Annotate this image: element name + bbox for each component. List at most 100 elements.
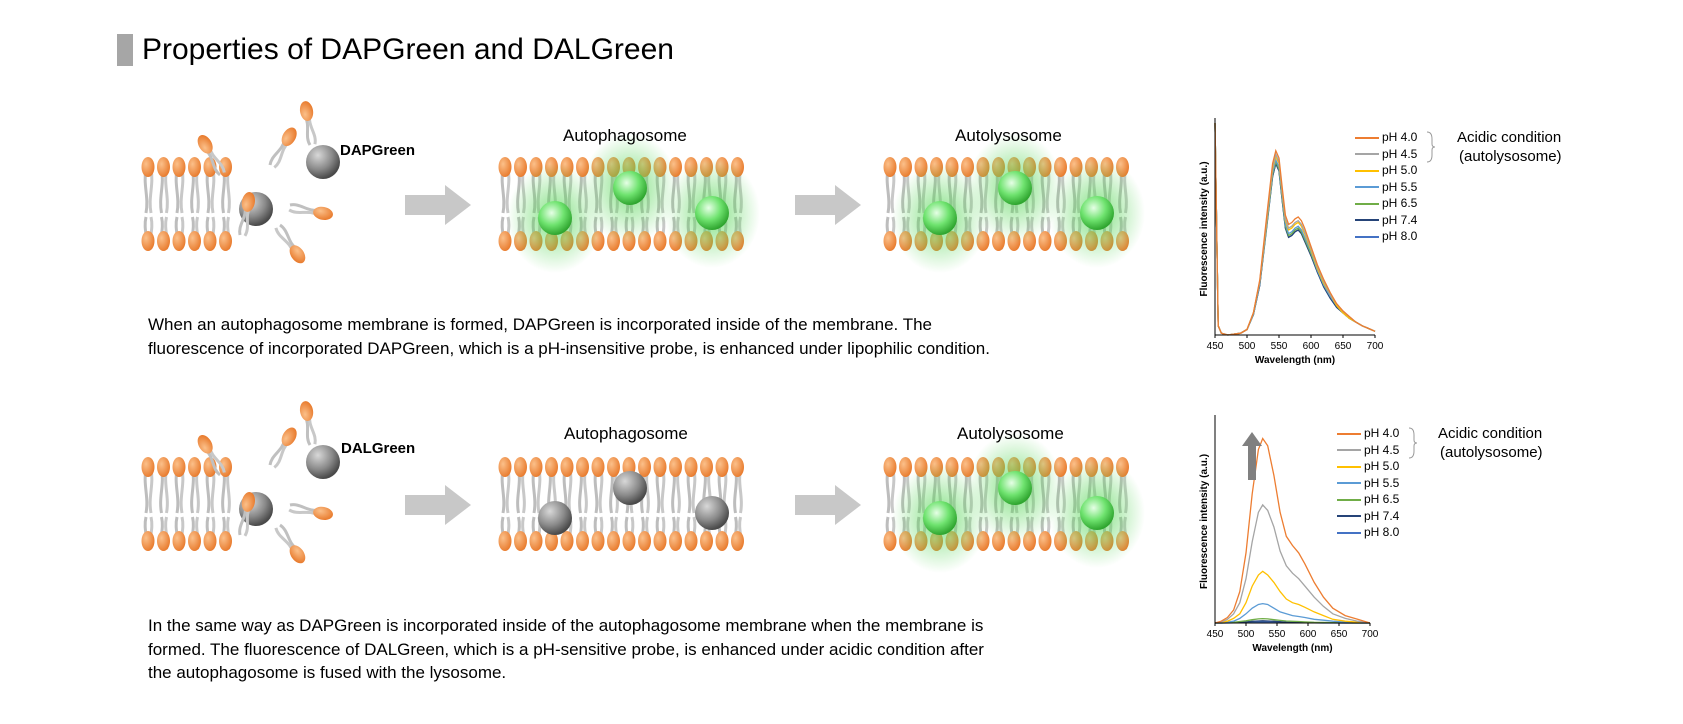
description-line: the autophagosome is fused with the lyso…: [148, 663, 507, 682]
condition-line: Acidic condition: [1457, 129, 1562, 146]
y-axis-label: Fluorescence intensity (a.u.): [1199, 161, 1210, 296]
lipid-head: [669, 457, 682, 477]
legend-label: pH 8.0: [1364, 525, 1400, 539]
legend-item: pH 7.4: [1337, 508, 1399, 525]
bracket-icon: [1408, 427, 1418, 459]
x-tick-label: 450: [1207, 341, 1224, 352]
lipid-head: [188, 531, 201, 551]
title-accent-bar: [117, 34, 133, 66]
stage-label-autolysosome: Autolysosome: [955, 126, 1062, 145]
lipid-head: [172, 157, 186, 177]
probe-molecule: [695, 496, 729, 530]
series-line-ph-4-5: [1214, 503, 1371, 624]
x-tick-label: 600: [1303, 341, 1320, 352]
legend-swatch: [1337, 432, 1361, 435]
legend-swatch: [1355, 235, 1379, 238]
lipid-head: [188, 157, 201, 177]
legend-item: pH 4.5: [1337, 442, 1399, 459]
lipid-head: [545, 531, 558, 551]
legend-swatch: [1355, 136, 1379, 139]
legend-label: pH 6.5: [1364, 492, 1400, 506]
legend-item: pH 8.0: [1337, 524, 1399, 541]
lipid-head: [899, 457, 912, 477]
lipid-head: [498, 457, 512, 477]
stage-label-autolysosome: Autolysosome: [957, 424, 1064, 443]
lipid-head: [731, 457, 744, 477]
lipid-head: [653, 457, 667, 477]
lipid-head: [141, 457, 155, 477]
x-tick-label: 600: [1300, 629, 1317, 640]
legend-swatch: [1337, 515, 1361, 518]
legend-item: pH 8.0: [1355, 228, 1417, 245]
free-lipid: [238, 192, 255, 237]
x-axis-label: Wavelength (nm): [1252, 643, 1332, 654]
free-lipid: [268, 127, 297, 169]
legend-swatch: [1337, 465, 1361, 468]
lipid-head: [172, 231, 186, 251]
lipid-head: [172, 457, 186, 477]
x-tick-label: 650: [1331, 629, 1348, 640]
description-line: formed. The fluorescence of DALGreen, wh…: [148, 639, 984, 659]
lipid-head: [157, 531, 170, 551]
lipid-head: [669, 531, 682, 551]
series-line-ph-5-5: [1214, 122, 1376, 336]
lipid-head: [591, 457, 605, 477]
description-dapgreen: When an autophagosome membrane is formed…: [148, 313, 1148, 360]
lipid-head: [141, 157, 155, 177]
process-arrow: [405, 485, 471, 525]
legend-label: pH 6.5: [1382, 196, 1418, 210]
lipid-head: [607, 457, 620, 477]
legend-label: pH 8.0: [1382, 229, 1418, 243]
probe-molecule: [613, 471, 647, 505]
legend-item: pH 5.5: [1355, 179, 1417, 196]
legend-item: pH 4.0: [1337, 425, 1399, 442]
legend-item: pH 5.0: [1355, 162, 1417, 179]
lipid-bilayer: [141, 157, 232, 251]
lipid-head: [498, 531, 512, 551]
description-line: In the same way as DAPGreen is incorpora…: [148, 616, 984, 635]
stage-label-autophagosome: Autophagosome: [564, 424, 688, 443]
x-tick-label: 700: [1367, 341, 1384, 352]
x-tick-label: 650: [1335, 341, 1352, 352]
free-lipid: [274, 223, 306, 264]
x-tick-label: 550: [1269, 629, 1286, 640]
lipid-head: [883, 157, 897, 177]
page-title: Properties of DAPGreen and DALGreen: [142, 33, 674, 66]
probe-label-dapgreen: DAPGreen: [340, 142, 416, 159]
lipid-head: [203, 231, 217, 251]
acidic-condition-label: Acidic condition (autolysosome): [1438, 424, 1543, 462]
legend-label: pH 5.0: [1382, 163, 1418, 177]
legend-item: pH 4.0: [1355, 129, 1417, 146]
lipid-head: [219, 231, 232, 251]
fluorescent-probe: [1080, 496, 1114, 530]
fluorescent-probe: [923, 201, 957, 235]
free-lipid: [299, 101, 317, 146]
lipid-head: [529, 457, 543, 477]
legend-item: pH 4.5: [1355, 146, 1417, 163]
free-lipid: [197, 135, 226, 177]
probe-molecule: [306, 145, 340, 179]
lipid-head: [715, 531, 729, 551]
description-dalgreen: In the same way as DAPGreen is incorpora…: [148, 614, 1148, 685]
fluorescent-probe: [538, 201, 572, 235]
lipid-head: [883, 231, 897, 251]
legend-item: pH 6.5: [1355, 195, 1417, 212]
x-tick-label: 700: [1362, 629, 1379, 640]
lipid-head: [219, 531, 232, 551]
lipid-head: [560, 531, 574, 551]
free-lipid: [288, 203, 333, 220]
condition-line: (autolysosome): [1440, 444, 1543, 461]
legend-swatch: [1337, 531, 1361, 534]
series-line-ph-4-0: [1214, 437, 1371, 624]
free-lipid: [274, 523, 306, 564]
legend-label: pH 4.5: [1364, 442, 1400, 457]
x-tick-label: 500: [1239, 341, 1256, 352]
lipid-head: [514, 531, 527, 551]
legend-label: pH 5.5: [1382, 179, 1418, 194]
legend-dalgreen: pH 4.0 pH 4.5 pH 5.0 pH 5.5 pH 6.5 pH 7.…: [1337, 425, 1399, 541]
lipid-head: [883, 457, 897, 477]
x-tick-label: 500: [1238, 629, 1255, 640]
fluorescent-probe: [613, 171, 647, 205]
